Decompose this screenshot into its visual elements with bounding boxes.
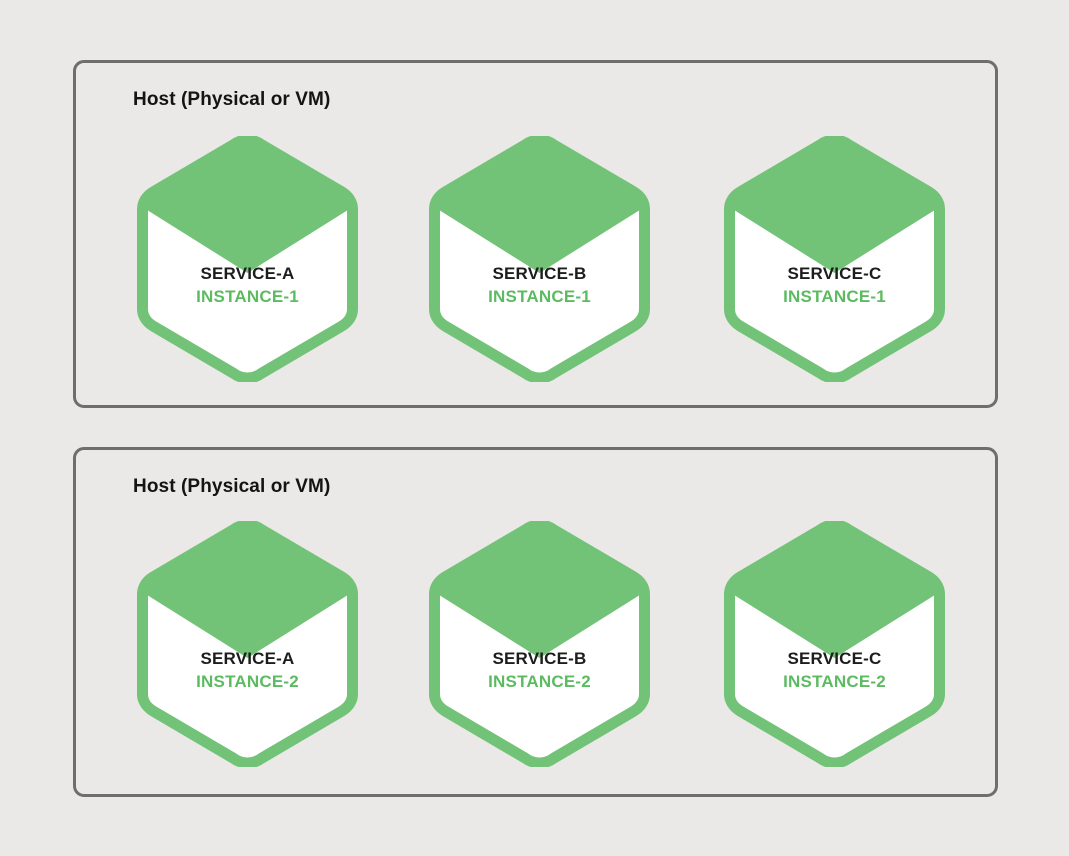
service-node-b-instance-1[interactable]: SERVICE-B INSTANCE-1 [428, 136, 651, 382]
host-label-1: Host (Physical or VM) [133, 89, 331, 110]
hexagon-icon [137, 136, 358, 382]
service-row-1: SERVICE-A INSTANCE-1 [76, 63, 995, 405]
hexagon-icon [429, 136, 650, 382]
service-node-b-instance-2[interactable]: SERVICE-B INSTANCE-2 [428, 521, 651, 767]
hexagon-icon [429, 521, 650, 767]
hexagon-icon [724, 136, 945, 382]
service-node-a-instance-1[interactable]: SERVICE-A INSTANCE-1 [136, 136, 359, 382]
host-box-2: Host (Physical or VM) SERVICE-A [73, 447, 998, 797]
service-node-c-instance-1[interactable]: SERVICE-C INSTANCE-1 [723, 136, 946, 382]
hexagon-icon [724, 521, 945, 767]
service-node-c-instance-2[interactable]: SERVICE-C INSTANCE-2 [723, 521, 946, 767]
host-box-1: Host (Physical or VM) SERVICE-A [73, 60, 998, 408]
host-label-2: Host (Physical or VM) [133, 476, 331, 497]
hexagon-icon [137, 521, 358, 767]
service-row-2: SERVICE-A INSTANCE-2 [76, 450, 995, 794]
service-node-a-instance-2[interactable]: SERVICE-A INSTANCE-2 [136, 521, 359, 767]
